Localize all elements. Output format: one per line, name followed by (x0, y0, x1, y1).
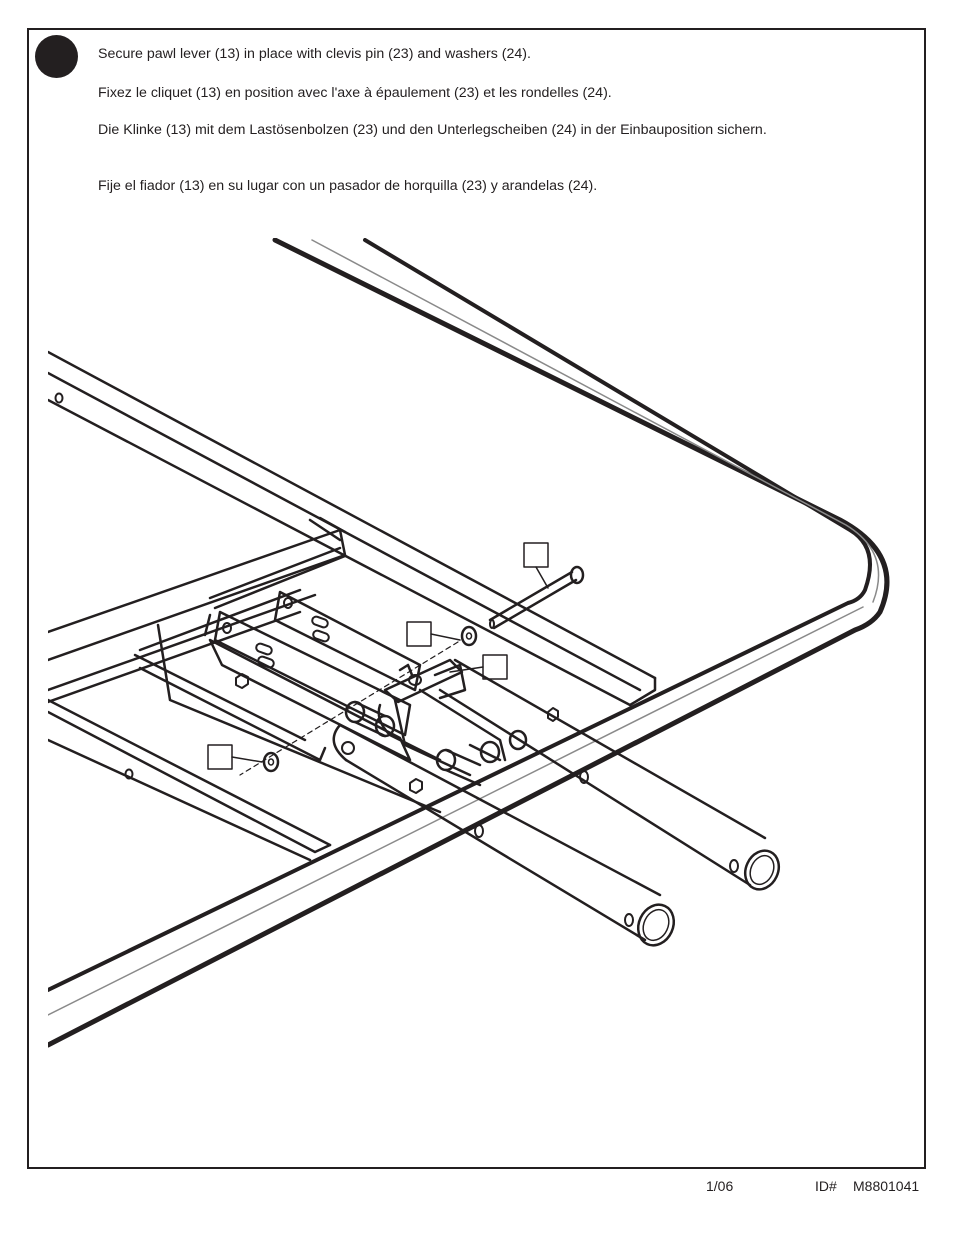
assembly-illustration (48, 238, 890, 1048)
callout-box-washer-upper (406, 621, 432, 647)
cross-members (48, 528, 347, 704)
instruction-spanish: Fije el fiador (13) en su lugar con un p… (98, 178, 598, 194)
page-frame (27, 28, 926, 1169)
callout-box-clevis-pin (523, 542, 549, 568)
callout-box-pawl-lever (482, 654, 508, 680)
step-marker (35, 35, 78, 78)
instruction-french: Fixez le cliquet (13) en position avec l… (98, 85, 612, 101)
upper-frame-rail (48, 350, 657, 707)
part-callouts (207, 542, 549, 770)
footer-id-number: M8801041 (853, 1178, 920, 1194)
lower-channel-rail (48, 623, 442, 862)
left-bracket (203, 610, 412, 762)
right-bracket (273, 590, 422, 692)
instruction-english: Secure pawl lever (13) in place with cle… (98, 46, 531, 62)
washers (262, 625, 478, 773)
rollers (344, 700, 559, 787)
callout-box-washer-lower (207, 744, 233, 770)
instruction-german: Die Klinke (13) mit dem Lastösenbolzen (… (98, 122, 767, 138)
footer-date: 1/06 (706, 1178, 734, 1194)
outer-tube-frame (48, 238, 890, 1048)
footer-id-label: ID# (815, 1178, 837, 1194)
clevis-pin (488, 565, 585, 630)
rear-leg-tube (438, 658, 781, 891)
alignment-line (239, 641, 459, 776)
front-leg-tube (332, 723, 676, 947)
